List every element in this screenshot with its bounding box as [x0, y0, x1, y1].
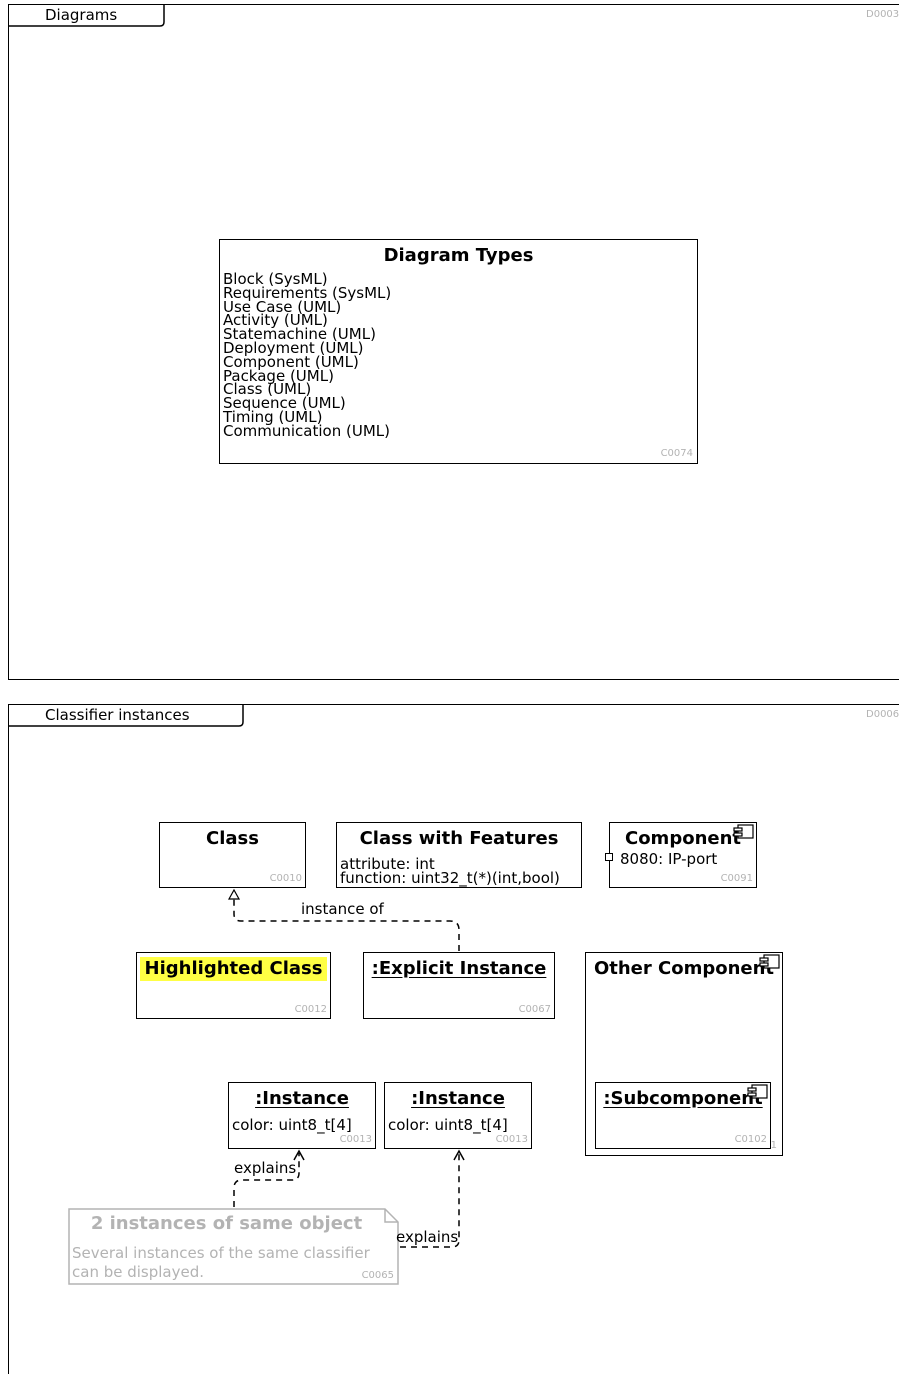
- diagram-type-item: Requirements (SysML): [223, 283, 392, 302]
- instance-of-label: instance of: [301, 900, 384, 918]
- explains-label-2: explains: [396, 1228, 459, 1246]
- other-component-icon: [759, 954, 780, 969]
- class-function: function: uint32_t(*)(int,bool): [340, 869, 560, 887]
- diagram-type-item: Package (UML): [223, 366, 334, 385]
- note-id: C0065: [361, 1270, 394, 1281]
- subcomponent-icon: [747, 1084, 768, 1099]
- explains-connector-1: [233, 1153, 300, 1207]
- instance-a-box[interactable]: :Instance color: uint8_t[4] C0013: [228, 1082, 376, 1149]
- note-box[interactable]: 2 instances of same object Several insta…: [68, 1208, 399, 1285]
- instance-b-id: C0013: [495, 1134, 528, 1145]
- diagram-frame-classifier-instances: [8, 704, 899, 1374]
- explicit-instance-id: C0067: [518, 1004, 551, 1015]
- subcomponent-title: :Subcomponent: [603, 1088, 763, 1109]
- instance-of-arrowhead: [227, 888, 241, 900]
- instance-b-title: :Instance: [411, 1088, 505, 1109]
- instance-of-connector: [233, 899, 460, 951]
- diagram-type-item: Use Case (UML): [223, 297, 342, 316]
- explains-arrowhead-2: [453, 1149, 465, 1161]
- frame-id-diagrams: D0003: [866, 9, 899, 20]
- diagram-types-id: C0074: [660, 448, 693, 459]
- other-component-inner-border: [589, 956, 779, 1152]
- diagram-type-item: Deployment (UML): [223, 338, 364, 357]
- diagram-type-item: Statemachine (UML): [223, 325, 376, 344]
- diagram-types-title: Diagram Types: [383, 245, 534, 266]
- other-component-title: Other Component: [593, 958, 775, 979]
- tab-shape-classifier-instances: [8, 704, 244, 727]
- note-outline: [68, 1208, 399, 1285]
- class-with-features-title: Class with Features: [359, 828, 559, 849]
- frame-title-diagrams[interactable]: Diagrams: [45, 6, 118, 24]
- note-body-line2: can be displayed.: [72, 1263, 205, 1281]
- diagram-type-item: Timing (UML): [223, 407, 323, 426]
- highlighted-class-box[interactable]: Highlighted Class C0012: [136, 952, 331, 1019]
- diagram-frame-diagrams: [8, 4, 899, 680]
- highlighted-class-id: C0012: [294, 1004, 327, 1015]
- highlighted-class-title: Highlighted Class: [144, 958, 323, 979]
- diagram-type-item: Sequence (UML): [223, 394, 346, 413]
- explicit-instance-box[interactable]: :Explicit Instance C0067: [363, 952, 555, 1019]
- component-box[interactable]: Component 8080: IP-port C0091: [609, 822, 757, 888]
- subcomponent-id: C0102: [734, 1134, 767, 1145]
- diagram-type-item: Component (UML): [223, 352, 359, 371]
- component-port[interactable]: [605, 853, 613, 861]
- instance-b-box[interactable]: :Instance color: uint8_t[4] C0013: [384, 1082, 532, 1149]
- explicit-instance-title: :Explicit Instance: [371, 958, 547, 979]
- explains-arrowhead-1: [293, 1149, 305, 1161]
- component-port-label: 8080: IP-port: [620, 850, 718, 868]
- component-icon: [733, 824, 754, 839]
- instance-a-title: :Instance: [255, 1088, 349, 1109]
- note-body-line1: Several instances of the same classifier: [72, 1244, 370, 1262]
- frame-title-classifier-instances[interactable]: Classifier instances: [45, 706, 190, 724]
- diagram-type-item: Class (UML): [223, 380, 312, 399]
- component-id: C0091: [720, 873, 753, 884]
- explains-connector-2: [400, 1153, 460, 1248]
- frame-id-classifier-instances: D0006: [866, 709, 899, 720]
- class-id: C0010: [269, 873, 302, 884]
- instance-a-attribute: color: uint8_t[4]: [232, 1116, 352, 1134]
- diagram-type-item: Block (SysML): [223, 270, 328, 288]
- tab-shape-diagrams: [8, 4, 165, 27]
- instance-b-attribute: color: uint8_t[4]: [388, 1116, 508, 1134]
- diagram-types-list: Block (SysML)Requirements (SysML)Use Cas…: [223, 270, 392, 440]
- class-attribute: attribute: int: [340, 855, 435, 873]
- highlight-marker: [140, 957, 327, 981]
- subcomponent-box[interactable]: :Subcomponent C0102: [595, 1082, 771, 1149]
- diagram-type-item: Communication (UML): [223, 421, 390, 440]
- diagram-types-box[interactable]: Diagram Types Block (SysML)Requirements …: [219, 239, 698, 464]
- instance-a-id: C0013: [339, 1134, 372, 1145]
- class-title: Class: [206, 828, 259, 849]
- class-box[interactable]: Class C0010: [159, 822, 306, 888]
- component-title: Component: [624, 828, 742, 849]
- explains-label-1: explains: [234, 1159, 297, 1177]
- note-title: 2 instances of same object: [90, 1213, 363, 1234]
- class-with-features-box[interactable]: Class with Features attribute: int funct…: [336, 822, 582, 888]
- diagram-type-item: Activity (UML): [223, 311, 328, 330]
